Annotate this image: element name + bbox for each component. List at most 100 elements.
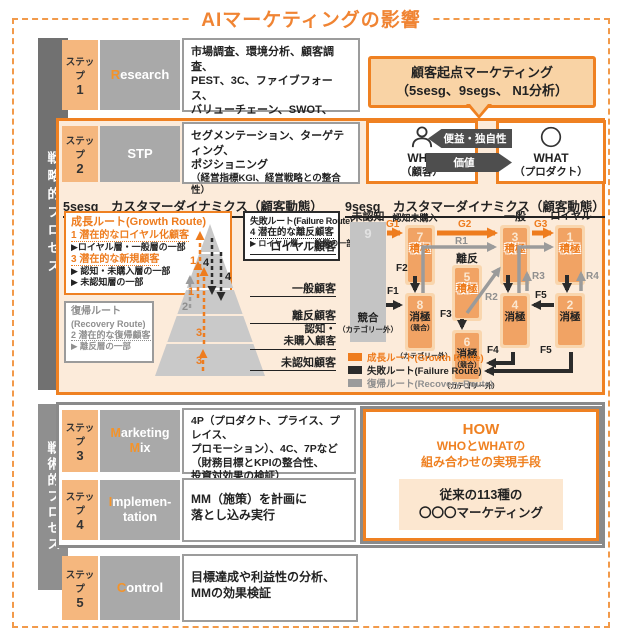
step4-content: MM（施策）を計画に 落とし込み実行: [182, 478, 356, 542]
seg5-num: 5: [463, 270, 471, 284]
seg8-num: 8: [416, 298, 424, 312]
step2-number: 2: [76, 160, 84, 176]
seg5-label: 積極: [456, 283, 478, 295]
step2-box: ステップ 2: [62, 126, 98, 182]
seg2-label: 消極: [559, 311, 581, 323]
step5-label-rest: ontrol: [126, 580, 164, 596]
step3-content: 4P（プロダクト、プライス、プレイス、 プロモーション）、4C、7Pなど （財務…: [182, 408, 356, 482]
route-num-4a: 4: [203, 257, 210, 269]
seg3-label: 積極: [504, 243, 526, 255]
seg3-num: 3: [511, 230, 519, 244]
step3-content-small1: （財務目標とKPIの整合性、: [191, 456, 325, 469]
step4-label1-accent: I: [108, 495, 113, 509]
step2-content-line2: ポジショニング: [191, 159, 268, 172]
recovery-route-title2: (Recovery Route): [71, 318, 146, 329]
page-title: AIマーケティングの影響: [189, 5, 433, 32]
seg6-num: 6: [463, 335, 471, 349]
step1-content-line2: PEST、3C、ファイブフォース、: [191, 75, 333, 102]
seg6-out-of-category: （カテゴリー外）: [443, 383, 499, 390]
step1-content: 市場調査、環境分析、顧客調査、 PEST、3C、ファイブフォース、 バリューチェ…: [182, 38, 360, 145]
col-header-churn: 離反: [456, 253, 478, 265]
step4-label2-rest: tation: [122, 510, 158, 524]
col-header-general: 一般: [504, 211, 526, 223]
step1-label-accent: R: [110, 67, 121, 83]
step1-number: 1: [76, 81, 84, 97]
pyramid-label-churn: 離反顧客: [250, 310, 336, 325]
step4-prefix: ステップ: [65, 491, 95, 517]
callout-line2: （5sesg、9segs、 N1分析）: [396, 83, 568, 98]
route-num-1b: 1: [188, 286, 195, 298]
step3-box: ステップ 3: [62, 410, 98, 472]
step1-content-line1: 市場調査、環境分析、顧客調査、: [191, 46, 334, 73]
what-box: WHAT （プロダクト）: [496, 120, 606, 184]
step2-label-stp: STP: [100, 126, 180, 182]
step5-content-line2: MMの効果検証: [191, 585, 271, 600]
value-arrow: 価値: [426, 153, 512, 172]
conventional-line1: 従来の113種の: [439, 488, 523, 503]
step3-content-line1: 4P（プロダクト、プライス、プレイス、: [191, 415, 340, 441]
seg-9-number: 9: [364, 226, 372, 241]
route-num-3a: 3: [196, 327, 203, 339]
pyramid-label-aware-nonbuyer: 認知・ 未購入顧客: [250, 323, 336, 350]
step5-content: 目標達成や利益性の分析、 MMの効果検証: [182, 554, 358, 622]
step3-content-line2: プロモーション）、4C、7Pなど: [191, 442, 338, 455]
seg8-out-of-category: （カテゴリー外）: [396, 353, 452, 360]
seg1-num: 1: [566, 230, 574, 244]
benefit-uniqueness-arrow: 便益・独自性: [428, 129, 512, 148]
legend-recovery: 復帰ルート(Recovery Route): [367, 378, 494, 390]
seg7-num: 7: [416, 230, 424, 244]
seg4-label: 消極: [504, 311, 526, 323]
step4-box: ステップ 4: [62, 480, 98, 540]
step4-number: 4: [76, 516, 84, 532]
legend-failure: 失敗ルート(Failure Route): [367, 365, 482, 377]
seg6-label: 消極: [456, 348, 478, 360]
failure-route-box: 失敗ルート(Failure Route) 4 潜在的な離反顧客 ▶ ロイヤル層・…: [243, 211, 354, 261]
step3-label-marketing-mix: Marketing Mix: [100, 410, 180, 472]
step4-label-implementation: Implemen- tation: [100, 480, 180, 540]
seg4-num: 4: [511, 298, 519, 312]
growth-item2-sub2: ▶ 未認知層の一部: [71, 277, 144, 288]
step3-label1-accent: M: [110, 426, 121, 440]
route-num-3b: 3: [196, 355, 203, 367]
seg1-label: 積極: [559, 243, 581, 255]
failure-route-title: 失敗ルート(Failure Route): [250, 216, 353, 226]
growth-swatch: [348, 352, 362, 361]
failure-swatch: [348, 365, 362, 374]
step3-label2-accent: M: [129, 441, 140, 455]
seg7-label: 積極: [409, 243, 431, 255]
arrow-label-r2: R2: [485, 292, 498, 303]
arrow-label-r1: R1: [455, 236, 468, 247]
how-title: HOW: [462, 421, 500, 438]
recovery-route-title1: 復帰ルート: [71, 306, 121, 317]
seg6-sub: （競合）: [453, 361, 481, 369]
arrow-label-f5a: F5: [535, 290, 547, 301]
growth-item2-sub1: ▶ 認知・未購入層の一部: [71, 266, 171, 276]
callout-line1: 顧客起点マーケティング: [411, 65, 553, 81]
seg9-legend: 成長ルート(Growth Route) 失敗ルート(Failure Route)…: [348, 350, 494, 390]
competitor-label: 競合: [357, 311, 379, 324]
arrow-label-f3: F3: [440, 309, 452, 320]
growth-item1-sub1: ▶ロイヤル層・一般層の一部: [71, 242, 186, 253]
arrow-label-f5b: F5: [540, 345, 552, 356]
step5-prefix: ステップ: [65, 569, 95, 595]
seg9-heading: 9sesg カスタマーダイナミクス（顧客動態）: [345, 196, 605, 218]
step2-label-rest: STP: [127, 146, 153, 162]
growth-item1: 1 潜在的なロイヤル化顧客: [71, 229, 190, 242]
col-header-loyal: ロイヤル: [550, 210, 592, 222]
step3-label1-rest: arketing: [120, 426, 170, 440]
step3-label2-rest: ix: [139, 441, 151, 455]
what-sublabel: （プロダクト）: [514, 165, 588, 178]
pyramid-label-loyal: ロイヤル顧客: [250, 241, 336, 256]
growth-route-box: 成長ルート(Growth Route) 1 潜在的なロイヤル化顧客 ▶ロイヤル層…: [64, 211, 232, 295]
step5-label-accent: C: [116, 580, 127, 596]
step2-prefix: ステップ: [65, 135, 95, 161]
conventional-marketing-box: 従来の113種の 〇〇〇マーケティング: [398, 479, 563, 531]
col-header-aware-nonbuyer: 認知未購入: [392, 213, 438, 223]
what-label: WHAT: [533, 151, 569, 166]
arrow-label-g1: G1: [386, 219, 400, 230]
recovery-item1-sub1: ▶ 離反層の一部: [71, 341, 131, 351]
